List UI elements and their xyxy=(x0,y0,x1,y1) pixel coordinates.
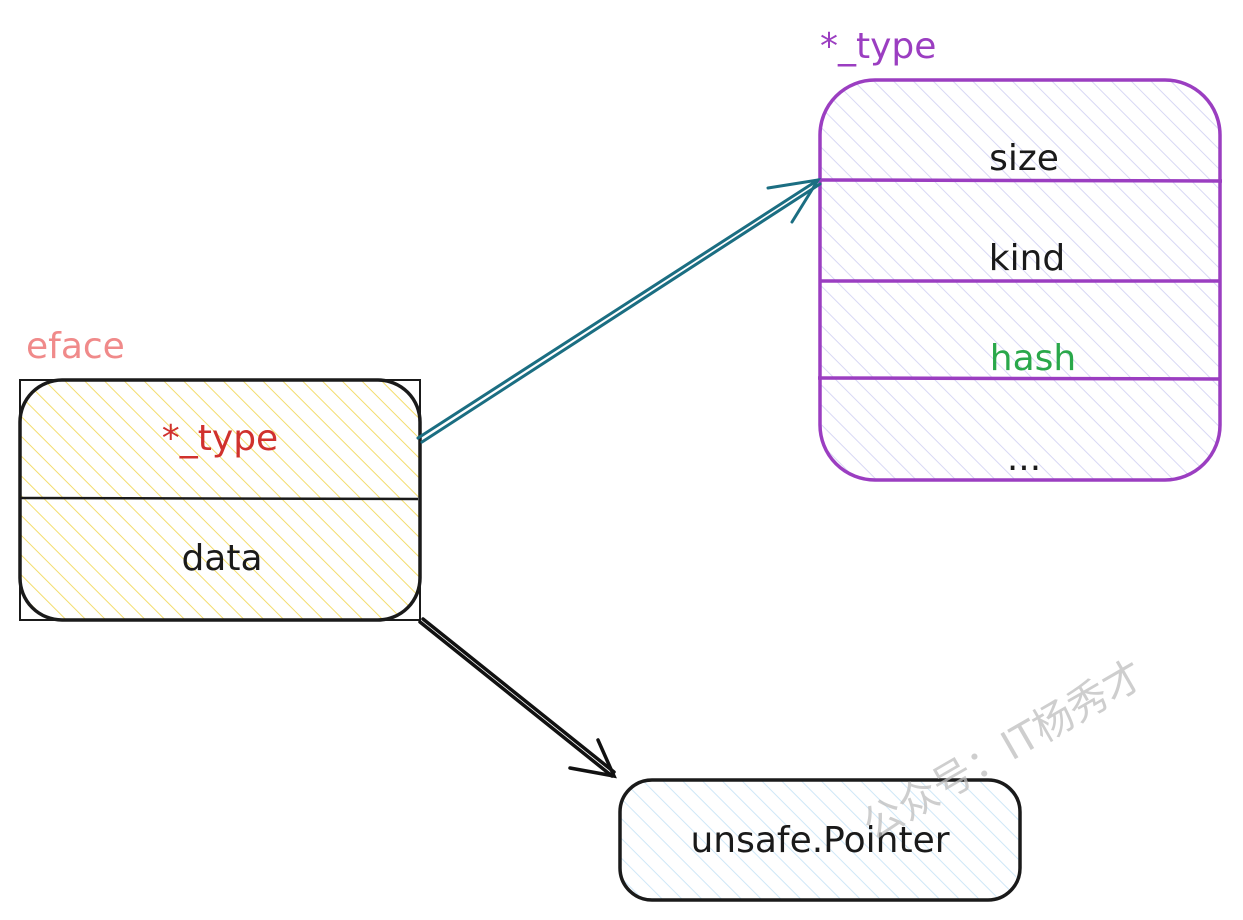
eface-field-type: *_type xyxy=(162,418,278,459)
unsafe-pointer-label: unsafe.Pointer xyxy=(690,820,949,861)
eface-box xyxy=(18,378,422,622)
arrow-data-pointer xyxy=(418,617,617,779)
type-struct-box xyxy=(817,78,1223,482)
type-struct-title: *_type xyxy=(820,26,936,67)
unsafe-pointer-box xyxy=(618,778,1022,902)
type-field-hash: hash xyxy=(990,338,1076,379)
type-field-more: ... xyxy=(1007,438,1041,479)
arrow-type-pointer xyxy=(416,178,822,444)
type-field-kind: kind xyxy=(989,238,1066,279)
type-field-size: size xyxy=(989,138,1059,179)
eface-title: eface xyxy=(26,326,125,367)
eface-field-data: data xyxy=(181,538,262,579)
